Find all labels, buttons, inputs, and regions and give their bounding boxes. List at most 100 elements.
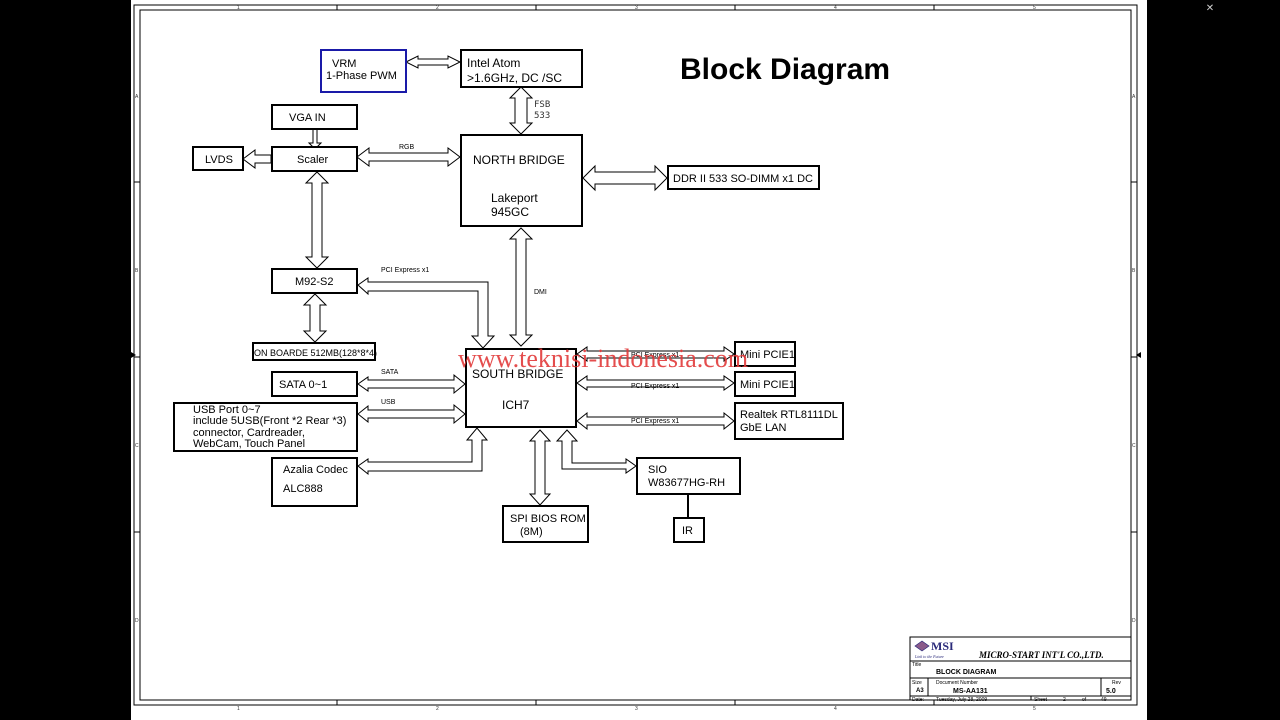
usb-line-3: connector, Cardreader, — [193, 427, 305, 439]
doc-number-value: MS-AA131 — [953, 688, 988, 695]
azalia-label: Azalia Codec — [283, 464, 348, 476]
realtek-sublabel: GbE LAN — [740, 422, 787, 434]
zone-col-1-bottom: 1 — [237, 706, 240, 712]
usb-link-label: USB — [381, 399, 396, 406]
south-bridge-chip: ICH7 — [502, 398, 530, 412]
pcie-m92-label: PCI Express x1 — [381, 267, 429, 274]
sheet-field-label: Sheet — [1034, 697, 1048, 703]
ir-block: IR — [673, 517, 705, 543]
spi-rom-label: SPI BIOS ROM — [510, 513, 586, 525]
ddr-block: DDR II 533 SO-DIMM x1 DC — [667, 165, 820, 190]
sata-arrow — [357, 373, 466, 395]
scaler-label: Scaler — [297, 154, 329, 166]
spi-rom-block: SPI BIOS ROM (8M) — [502, 505, 589, 543]
lvds-block: LVDS — [192, 146, 244, 171]
scaler-m92-arrow — [304, 171, 330, 269]
of-field-label: of — [1082, 697, 1087, 703]
fsb-label: FSB — [534, 100, 550, 110]
block-diagram: 1 2 3 4 5 1 2 3 4 5 A B C D A B C D Bloc… — [131, 4, 1141, 712]
sata-block: SATA 0~1 — [271, 371, 358, 397]
lvds-arrow — [242, 149, 272, 169]
title-field-label: Title — [912, 662, 921, 668]
rev-field-value: 5.0 — [1106, 688, 1116, 695]
north-bridge-label: NORTH BRIDGE — [473, 153, 565, 167]
company-name: MICRO-START INT'L CO.,LTD. — [978, 650, 1104, 660]
zone-col-4-bottom: 4 — [834, 706, 837, 712]
ir-label: IR — [682, 525, 693, 537]
zone-markers: 1 2 3 4 5 1 2 3 4 5 A B C D A B C D — [131, 5, 1141, 712]
dmi-label: DMI — [534, 289, 547, 296]
vga-in-block: VGA IN — [271, 104, 358, 130]
onboard-memory-label: ON BOARDE 512MB(128*8*4) — [254, 348, 377, 358]
m92-sb-arrow — [357, 277, 496, 349]
m92-label: M92-S2 — [295, 276, 334, 288]
m92-mem-arrow — [302, 293, 328, 343]
cpu-block: Intel Atom >1.6GHz, DC /SC — [460, 49, 583, 88]
sheet-field-value: 2 — [1063, 697, 1066, 703]
vrm-cpu-arrow — [404, 55, 462, 69]
sata-label: SATA 0~1 — [279, 379, 327, 391]
zone-row-a: A — [135, 94, 139, 100]
ddr-arrow — [582, 164, 668, 192]
schematic-sheet: 1 2 3 4 5 1 2 3 4 5 A B C D A B C D Bloc… — [131, 0, 1147, 720]
sheet-inner-border — [139, 9, 1132, 701]
cpu-sublabel: >1.6GHz, DC /SC — [467, 71, 562, 85]
north-bridge-block: NORTH BRIDGE Lakeport 945GC — [460, 134, 583, 227]
vga-in-label: VGA IN — [289, 112, 326, 124]
azalia-arrow — [357, 427, 489, 476]
south-bridge-block: SOUTH BRIDGE ICH7 — [465, 348, 577, 428]
onboard-memory-block: ON BOARDE 512MB(128*8*4) — [252, 342, 377, 361]
sio-label: SIO — [648, 464, 667, 476]
spi-rom-size: (8M) — [520, 526, 543, 538]
north-bridge-model: 945GC — [491, 205, 529, 219]
sio-block: SIO W83677HG-RH — [636, 457, 741, 495]
zone-col-4: 4 — [834, 5, 837, 11]
zone-col-3-bottom: 3 — [635, 706, 638, 712]
msi-tagline: Link to the Future — [914, 654, 944, 659]
vrm-block: VRM 1-Phase PWM — [320, 49, 407, 93]
usb-block: USB Port 0~7 include 5USB(Front *2 Rear … — [173, 402, 358, 452]
sio-arrow — [555, 429, 637, 474]
zone-col-5: 5 — [1033, 5, 1036, 11]
watermark: www.teknisi-indonesia.com — [458, 344, 748, 373]
lvds-label: LVDS — [205, 154, 233, 166]
size-field-label: Size — [912, 680, 922, 686]
mini-pcie-a-label: Mini PCIE1 — [740, 349, 795, 361]
pcie-link-3-label: PCI Express x1 — [631, 418, 679, 425]
zone-row-d-right: D — [1132, 618, 1136, 624]
total-sheets-value: 49 — [1101, 697, 1107, 703]
msi-brand: MSI — [931, 639, 954, 653]
size-field-value: A3 — [916, 688, 924, 694]
vrm-label: VRM — [332, 58, 356, 70]
zone-col-2-bottom: 2 — [436, 706, 439, 712]
fsb-speed: 533 — [534, 111, 550, 121]
azalia-block: Azalia Codec ALC888 — [271, 457, 358, 507]
title-block: MSI Link to the Future MICRO-START INT'L… — [909, 636, 1132, 703]
title-field-value: BLOCK DIAGRAM — [936, 669, 996, 676]
usb-arrow — [357, 403, 466, 425]
azalia-chip: ALC888 — [283, 483, 323, 495]
mini-pcie-b-block: Mini PCIE1 — [734, 371, 796, 397]
doc-number-label: Document Number — [936, 680, 978, 686]
rev-field-label: Rev — [1112, 680, 1121, 686]
sata-link-label: SATA — [381, 369, 399, 376]
vrm-sublabel: 1-Phase PWM — [326, 70, 397, 82]
fsb-arrow — [508, 86, 534, 135]
diagram-title: Block Diagram — [680, 53, 890, 86]
dmi-arrow — [508, 227, 534, 347]
zone-row-a-right: A — [1132, 94, 1136, 100]
sio-chip: W83677HG-RH — [648, 477, 725, 489]
pcie-link-2-label: PCI Express x1 — [631, 383, 679, 390]
rgb-label: RGB — [399, 144, 415, 151]
date-field-label: Date: — [912, 697, 924, 703]
close-icon[interactable]: ✕ — [1205, 3, 1215, 14]
usb-line-4: WebCam, Touch Panel — [193, 438, 305, 450]
zone-row-b-right: B — [1132, 268, 1136, 274]
usb-line-1: USB Port 0~7 — [193, 404, 261, 416]
zone-row-c-right: C — [1132, 443, 1136, 449]
m92-block: M92-S2 — [271, 268, 358, 294]
zone-col-2: 2 — [436, 5, 439, 11]
cpu-label: Intel Atom — [467, 56, 520, 70]
spi-arrow — [528, 429, 552, 506]
zone-row-b: B — [135, 268, 139, 274]
